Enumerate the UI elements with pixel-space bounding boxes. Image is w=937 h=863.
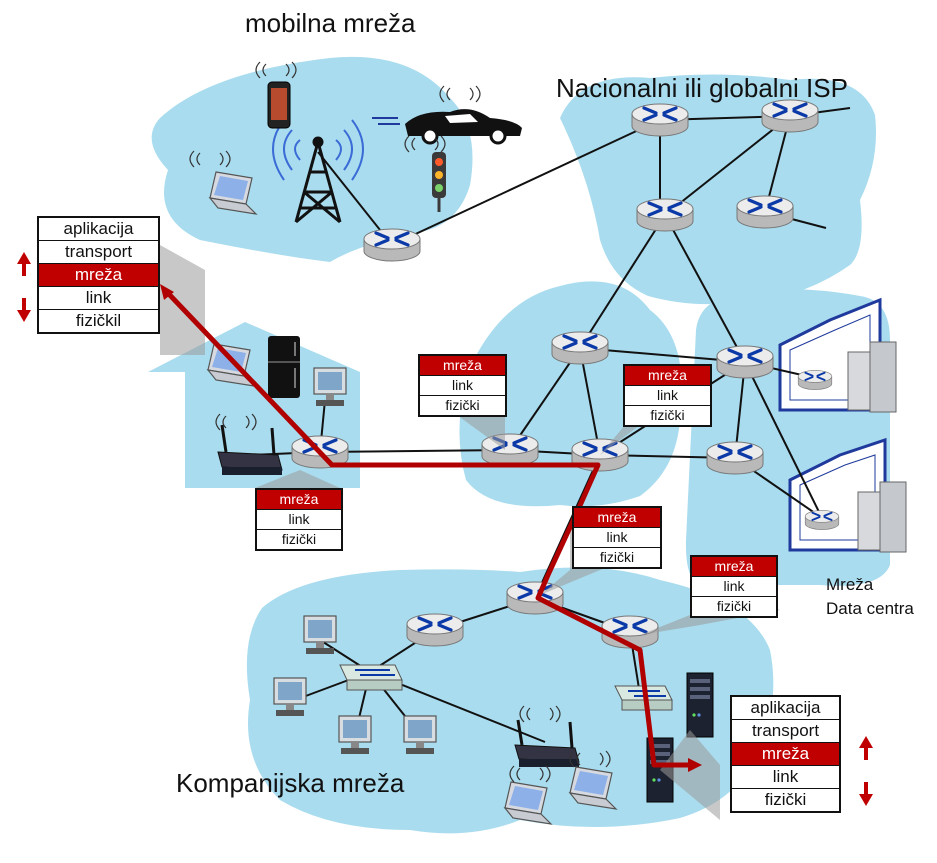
router-datacenter-small-2: [804, 509, 840, 531]
router-datacenter-1: [715, 344, 775, 380]
stack-layer-link: link: [732, 766, 839, 789]
wifi-router-icon: [514, 719, 580, 767]
router-protocol-stack: mreža link fizički: [690, 555, 778, 618]
cell-tower-icon: [294, 136, 342, 224]
router-isp-1: [630, 102, 690, 138]
car-icon: [372, 109, 522, 145]
desktop-computer-icon: [303, 615, 337, 655]
router-enterprise-left: [405, 612, 465, 648]
stack-layer-network: mreža: [574, 508, 660, 528]
datacenter-label-line2: Data centra: [826, 599, 914, 618]
stack-layer-application: aplikacija: [39, 218, 158, 241]
datacenter-label-line1: Mreža: [826, 575, 874, 594]
enterprise-network-label: Kompanijska mreža: [176, 768, 405, 798]
refrigerator-icon: [268, 336, 300, 398]
stack-layer-transport: transport: [39, 241, 158, 264]
stack-layer-physical: fizički: [599, 549, 635, 565]
mobile-network-label: mobilna mreža: [245, 8, 416, 38]
isp-region: [560, 74, 876, 305]
router-protocol-stack: mreža link fizički: [572, 506, 662, 569]
router-isp-4: [735, 194, 795, 230]
desktop-computer-icon: [338, 715, 372, 755]
desktop-computer-icon: [273, 677, 307, 717]
router-isp-2: [760, 98, 820, 134]
packet-path-arrowhead-start: [160, 284, 174, 300]
stack-layer-physical: fizički: [650, 407, 685, 423]
stack-layer-physical: fizički: [716, 598, 752, 614]
traffic-light-icon: [432, 152, 446, 212]
stack-layer-link: link: [420, 376, 505, 396]
datacenter-server-rack-icon: [847, 341, 907, 553]
stack-layer-network: mreža: [420, 356, 505, 376]
desktop-computer-icon: [403, 715, 437, 755]
wifi-router-icon: [217, 424, 283, 475]
router-mobile-gateway: [362, 227, 422, 263]
stack-layer-transport: transport: [732, 720, 839, 743]
stack-layer-physical: fizičkil: [75, 311, 122, 330]
router-datacenter-small-1: [797, 369, 833, 391]
stack-layer-network: mreža: [257, 490, 341, 510]
router-protocol-stack: mreža link fizički: [255, 488, 343, 551]
router-isp-3: [635, 197, 695, 233]
stack-layer-link: link: [692, 577, 776, 597]
stack-layer-physical: fizički: [764, 790, 807, 809]
up-down-arrow-icon: [17, 252, 31, 322]
stack-layer-network: mreža: [625, 366, 710, 386]
packet-path-line: [163, 288, 690, 768]
stack-layer-network: mreža: [732, 743, 839, 766]
isp-label: Nacionalni ili globalni ISP: [556, 73, 848, 103]
stack-layer-link: link: [574, 528, 660, 548]
source-host-protocol-stack: aplikacija transport mreža link fizičkil: [37, 216, 160, 334]
router-regional-top: [550, 330, 610, 366]
smartphone-icon: [267, 81, 291, 129]
desktop-computer-icon: [313, 367, 347, 407]
router-protocol-stack: mreža link fizički: [623, 364, 712, 427]
router-datacenter-2: [705, 440, 765, 476]
stack-layer-link: link: [39, 287, 158, 310]
destination-host-protocol-stack: aplikacija transport mreža link fizički: [730, 695, 841, 813]
server-icon: [686, 672, 714, 738]
stack-layer-link: link: [257, 510, 341, 530]
packet-path-arrowhead-end: [688, 758, 702, 772]
switch-icon: [339, 664, 403, 691]
stack-layer-link: link: [625, 386, 710, 406]
stack-layer-network: mreža: [39, 264, 158, 287]
stack-layer-physical: fizički: [445, 397, 480, 413]
router-protocol-stack: mreža link fizički: [418, 354, 507, 417]
stack-layer-network: mreža: [692, 557, 776, 577]
up-down-arrow-icon: [859, 736, 873, 806]
stack-layer-physical: fizički: [281, 531, 317, 547]
stack-layer-application: aplikacija: [732, 697, 839, 720]
